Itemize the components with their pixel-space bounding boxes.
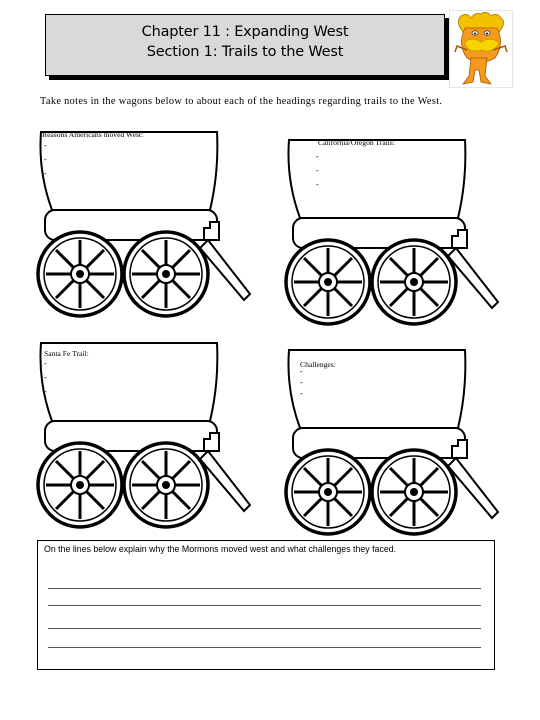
covered-wagon-icon (284, 139, 500, 326)
bullet: - (316, 166, 319, 175)
wagon-wheel-icon (284, 238, 372, 326)
wagon-bullets: - - - (44, 357, 47, 399)
bullet: - (316, 180, 319, 189)
wagon-wheel-icon (36, 441, 124, 529)
wagon-santa-fe: Santa Fe Trail: - - - (30, 333, 260, 543)
wagon-label: Reasons Americans moved West: (42, 130, 144, 139)
wagon-wheel-icon (122, 441, 210, 529)
wagon-reasons: Reasons Americans moved West: - - - (30, 122, 260, 332)
covered-wagon-icon (36, 131, 252, 318)
wagon-challenges: Challenges: - - - (278, 340, 508, 550)
wagon-wheel-icon (36, 230, 124, 318)
mormons-answer-box: On the lines below explain why the Mormo… (37, 540, 495, 670)
lorax-character-icon (449, 10, 513, 88)
mormons-prompt: On the lines below explain why the Mormo… (44, 544, 397, 554)
covered-wagon-icon (284, 349, 500, 536)
wagon-bullets: - - - (300, 366, 303, 399)
answer-line[interactable] (48, 605, 481, 606)
bullet: - (300, 367, 303, 376)
chapter-title: Chapter 11 : Expanding West (141, 24, 349, 40)
answer-line[interactable] (48, 628, 481, 629)
instructions: Take notes in the wagons below to about … (40, 96, 443, 107)
bullet: - (44, 359, 47, 368)
wagon-label: Santa Fe Trail: (44, 349, 89, 358)
bullet: - (44, 169, 47, 178)
wagon-bullets: - - - (316, 150, 319, 192)
wagon-label: California/Oregon Trails: (318, 138, 395, 147)
bullet: - (44, 373, 47, 382)
answer-line[interactable] (48, 588, 481, 589)
bullet: - (44, 141, 47, 150)
bullet: - (44, 387, 47, 396)
wagon-bullets: - - - (44, 139, 47, 181)
bullet: - (44, 155, 47, 164)
bullet: - (300, 378, 303, 387)
bullet: - (316, 152, 319, 161)
wagon-wheel-icon (122, 230, 210, 318)
wagon-label: Challenges: (300, 360, 336, 369)
wagon-california-oregon: California/Oregon Trails: - - - (278, 130, 508, 340)
wagon-wheel-icon (370, 448, 458, 536)
wagon-wheel-icon (284, 448, 372, 536)
wagon-wheel-icon (370, 238, 458, 326)
section-title: Section 1: Trails to the West (146, 44, 344, 60)
title-box: Chapter 11 : Expanding West Section 1: T… (45, 14, 445, 76)
answer-line[interactable] (48, 647, 481, 648)
bullet: - (300, 389, 303, 398)
covered-wagon-icon (36, 342, 252, 529)
